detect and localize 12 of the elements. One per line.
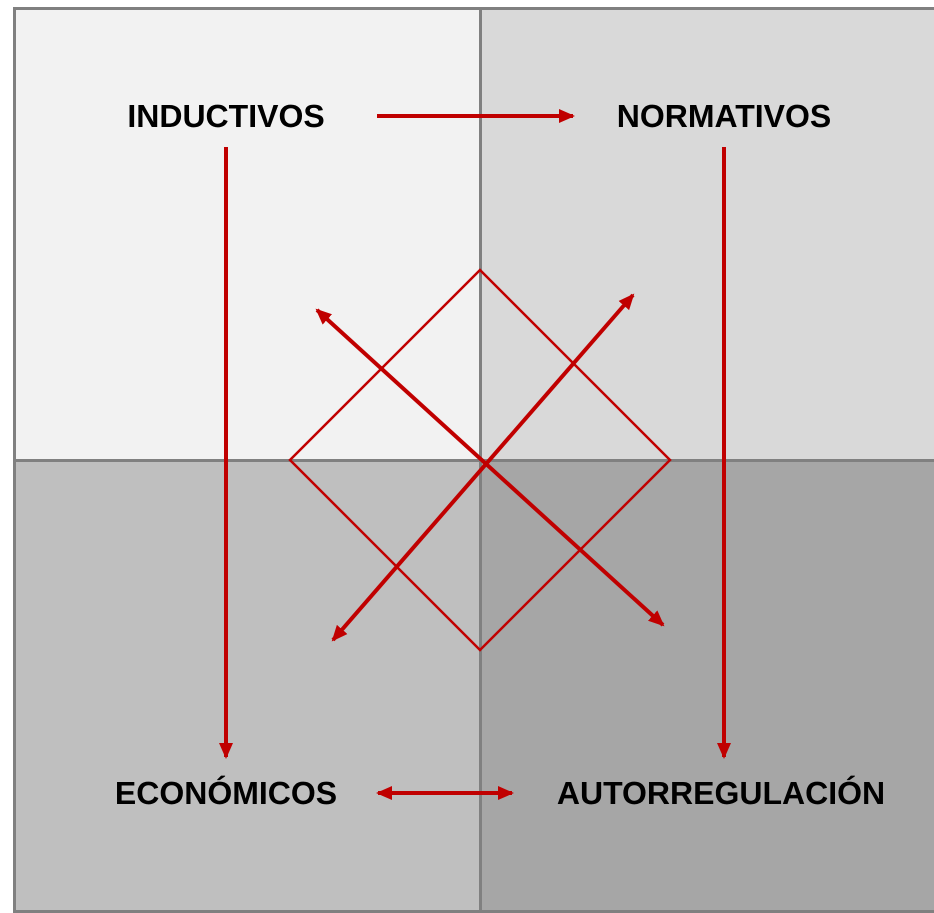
arrow (376, 786, 514, 800)
quadrant-panel (13, 459, 482, 913)
arrow (717, 147, 731, 759)
category-label: INDUCTIVOS (75, 85, 377, 147)
quadrant-panel (479, 459, 934, 913)
category-label: AUTORREGULACIÓN (512, 757, 930, 829)
arrow (377, 109, 575, 123)
category-label: NORMATIVOS (573, 85, 875, 147)
quadrant-panel (13, 7, 482, 462)
quadrant-panel (479, 7, 934, 462)
category-label: ECONÓMICOS (74, 757, 378, 829)
arrow (219, 147, 233, 759)
